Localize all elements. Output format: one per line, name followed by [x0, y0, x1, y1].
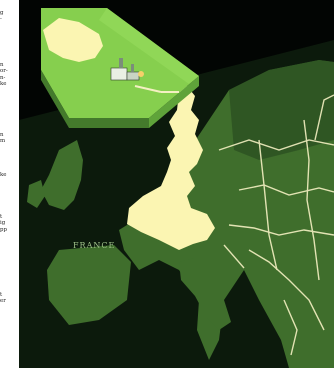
power-plant-icon [110, 58, 162, 93]
italy [179, 258, 231, 330]
platform-front [41, 70, 149, 128]
article-fragment: t er [0, 292, 6, 305]
highlighted-country [127, 86, 215, 250]
article-fragment: n m [0, 132, 6, 145]
platform-top-shade [99, 8, 199, 84]
iberia [47, 245, 131, 325]
british-isles [41, 140, 83, 210]
country-borders [218, 94, 334, 356]
article-fragment: n or- n- ke [0, 62, 8, 88]
platform-side [149, 76, 199, 128]
map-label-france: FRANCE [73, 241, 115, 250]
article-fragment: ke [0, 172, 7, 178]
article-text-column: g - n or- n- ke n m ke t ig pp t er [0, 0, 19, 368]
europe-map-illustration: FRANCE [19, 0, 334, 368]
article-fragment: t ig pp [0, 214, 7, 233]
continent-shadow [229, 60, 334, 160]
platform-island [43, 18, 103, 62]
ireland [27, 180, 45, 208]
article-fragment: g - [0, 10, 4, 23]
